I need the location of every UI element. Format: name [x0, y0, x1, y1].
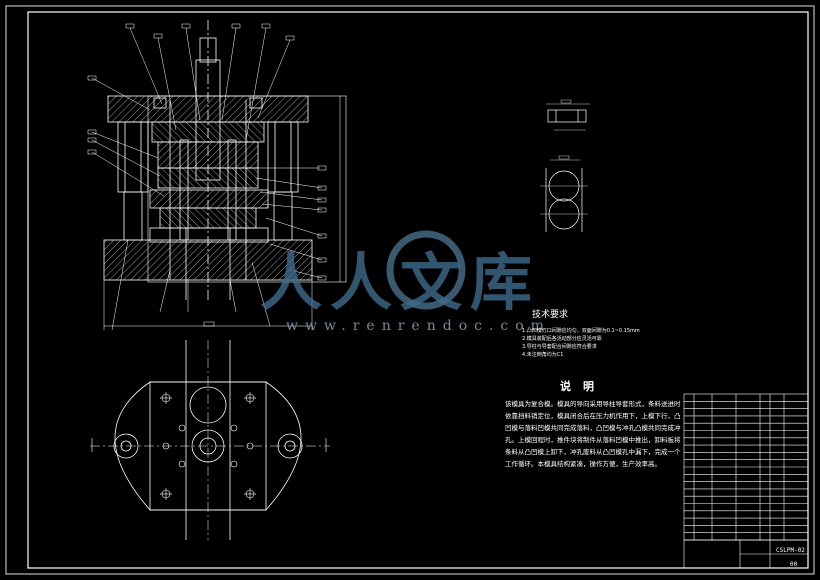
main-section-view — [87, 20, 347, 331]
technical-requirements-title: 技术要求 — [532, 310, 569, 320]
outer-frame — [5, 5, 815, 575]
explanation-line: 工作循环。本模具结构紧凑，操作方便，生产效率高。 — [505, 460, 661, 468]
watermark-logo — [386, 230, 466, 310]
explanation-line: 孔。上模回程时，推件块将制件从落料凹模中推出，卸料板将 — [505, 436, 681, 444]
explanation-line: 条料从凸凹模上卸下，冲孔废料从凸凹模孔中漏下，完成一个 — [505, 448, 681, 456]
requirement-line: 3.导柱与导套配合间隙应符合要求 — [522, 344, 597, 350]
plan-view — [90, 340, 330, 540]
watermark-url: www.renrendoc.com — [286, 318, 551, 334]
inner-frame — [27, 11, 809, 569]
sheet-number: 00 — [790, 561, 798, 568]
requirement-line: 4.未注倒角均为C1 — [522, 352, 564, 358]
requirement-line: 2.模具装配后各活动部分应灵活可靠 — [522, 336, 602, 342]
drawing-number: CSLPM-02 — [776, 547, 805, 554]
explanation-title: 说明 — [560, 380, 606, 393]
requirement-line: 1.凸凹模刃口间隙应均匀，双面间隙为0.1~0.15mm — [522, 328, 640, 334]
watermark-brand: 人人文库 — [260, 246, 541, 319]
explanation-line: 依靠挡料销定位，模具闭合后在压力机作用下，上模下行，凸 — [505, 412, 681, 420]
explanation-line: 该模具为复合模。模具的导向采用导柱导套形式，条料送进时 — [505, 400, 681, 408]
title-block — [683, 393, 809, 569]
explanation-line: 凹模与落料凹模共同完成落料，凸凹模与冲孔凸模共同完成冲 — [505, 424, 681, 432]
part-detail — [540, 99, 590, 232]
